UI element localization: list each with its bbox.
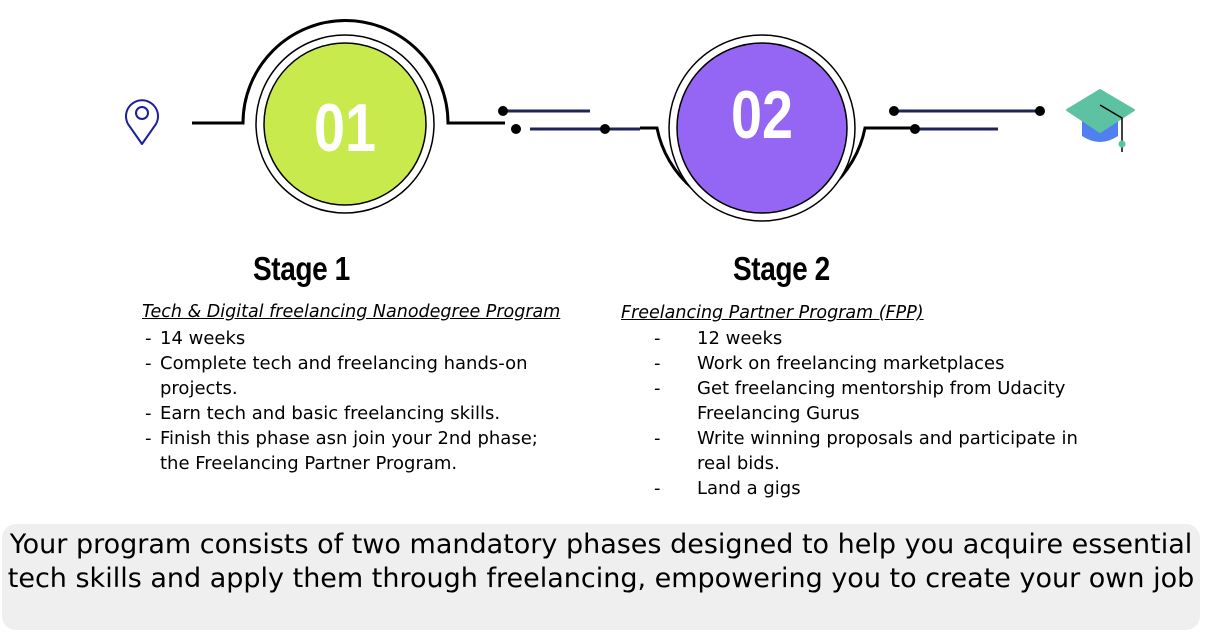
stage-2-subtitle: Freelancing Partner Program (FPP) bbox=[621, 303, 924, 323]
list-item: -Complete tech and freelancing hands-on … bbox=[145, 351, 560, 401]
stage-2-circle bbox=[676, 42, 848, 214]
list-item: - 12 weeks bbox=[654, 326, 1097, 351]
item-text: Earn tech and basic freelancing skills. bbox=[160, 403, 501, 424]
item-text: Land a gigs bbox=[697, 478, 801, 499]
list-item: -Earn tech and basic freelancing skills. bbox=[145, 401, 560, 426]
stage-2-number: 02 bbox=[731, 78, 793, 153]
bullet: - bbox=[654, 378, 661, 399]
bullet: - bbox=[654, 478, 661, 499]
stage-1-subtitle: Tech & Digital freelancing Nanodegree Pr… bbox=[142, 302, 561, 322]
item-text: Work on freelancing marketplaces bbox=[697, 353, 1005, 374]
summary-text: Your program consists of two mandatory p… bbox=[7, 529, 1195, 594]
item-text: 12 weeks bbox=[697, 328, 783, 349]
bullet: - bbox=[654, 428, 661, 449]
stage-2-title: Stage 2 bbox=[733, 250, 830, 287]
bullet: - bbox=[145, 353, 152, 374]
list-item: - Get freelancing mentorship from Udacity… bbox=[654, 376, 1097, 426]
connector-line bbox=[192, 19, 505, 125]
list-item: -Finish this phase asn join your 2nd pha… bbox=[145, 426, 560, 476]
graduation-cap-icon bbox=[1066, 89, 1135, 152]
item-text: Write winning proposals and participate … bbox=[697, 428, 1078, 474]
list-item: - Land a gigs bbox=[654, 476, 1097, 501]
stage-1-circle bbox=[263, 42, 427, 206]
item-text: Finish this phase asn join your 2nd phas… bbox=[160, 428, 538, 474]
bullet: - bbox=[145, 428, 152, 449]
connector-lines-right bbox=[889, 106, 1045, 134]
item-text: 14 weeks bbox=[160, 328, 246, 349]
bullet: - bbox=[654, 328, 661, 349]
stage-timeline: 01 02 bbox=[125, 19, 1135, 222]
bullet: - bbox=[145, 403, 152, 424]
stage-2-list: - 12 weeks - Work on freelancing marketpla… bbox=[654, 326, 1097, 501]
stage-1-title: Stage 1 bbox=[253, 250, 350, 287]
stage-1-number: 01 bbox=[314, 91, 376, 166]
list-item: -14 weeks bbox=[145, 326, 560, 351]
item-text: Get freelancing mentorship from Udacity … bbox=[697, 378, 1066, 424]
list-item: - Write winning proposals and participate… bbox=[654, 426, 1097, 476]
connector-lines-middle bbox=[498, 106, 640, 134]
stage-1-list: -14 weeks -Complete tech and freelancing… bbox=[145, 326, 560, 476]
bullet: - bbox=[654, 353, 661, 374]
map-pin-icon bbox=[125, 99, 159, 145]
bullet: - bbox=[145, 328, 152, 349]
list-item: - Work on freelancing marketplaces bbox=[654, 351, 1097, 376]
item-text: Complete tech and freelancing hands-on p… bbox=[160, 353, 528, 399]
summary-box: Your program consists of two mandatory p… bbox=[2, 524, 1200, 630]
